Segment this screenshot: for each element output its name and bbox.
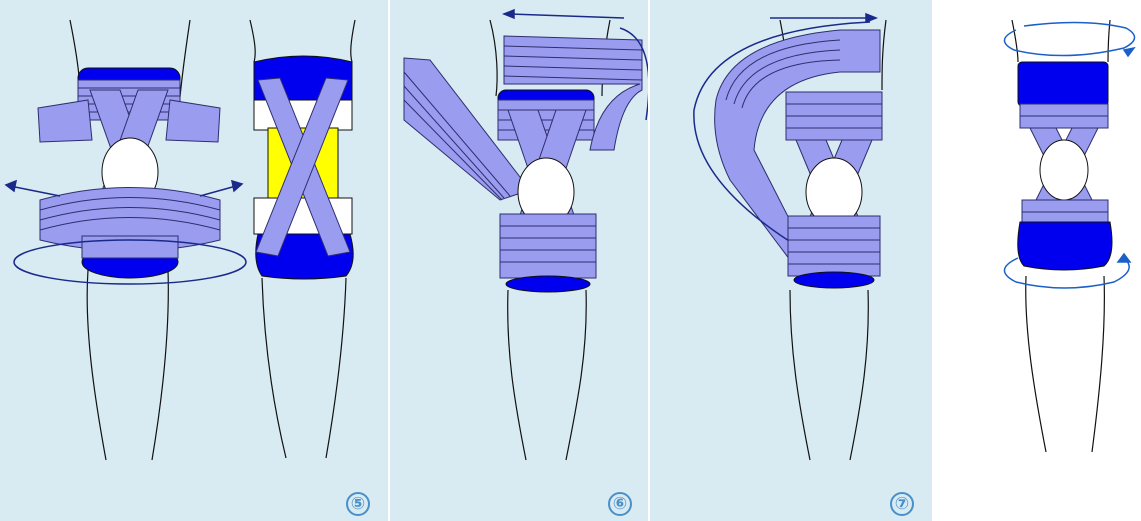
- step-6-panel: ⑥: [390, 0, 648, 521]
- step-5-panel: ⑤: [0, 0, 388, 521]
- step-7-panel: ⑦: [650, 0, 932, 521]
- lower-anchor-band: [506, 276, 590, 292]
- upper-anchor-band: [1018, 62, 1108, 106]
- final-step-illustration: [934, 0, 1141, 521]
- patella-opening: [1040, 140, 1088, 200]
- step-6-number: ⑥: [608, 492, 632, 516]
- step-7-number: ⑦: [890, 492, 914, 516]
- step-5-number: ⑤: [346, 492, 370, 516]
- step-5-illustration: [0, 0, 388, 521]
- final-step-panel: [934, 0, 1141, 521]
- step-6-illustration: [390, 0, 648, 521]
- lower-wrap-tape: [1022, 200, 1108, 224]
- lower-wrap-tape: [500, 214, 596, 278]
- lower-anchor-band: [1018, 222, 1112, 270]
- step-7-illustration: [650, 0, 932, 521]
- lower-wrap-tape: [788, 216, 880, 276]
- lower-anchor-band: [794, 272, 874, 288]
